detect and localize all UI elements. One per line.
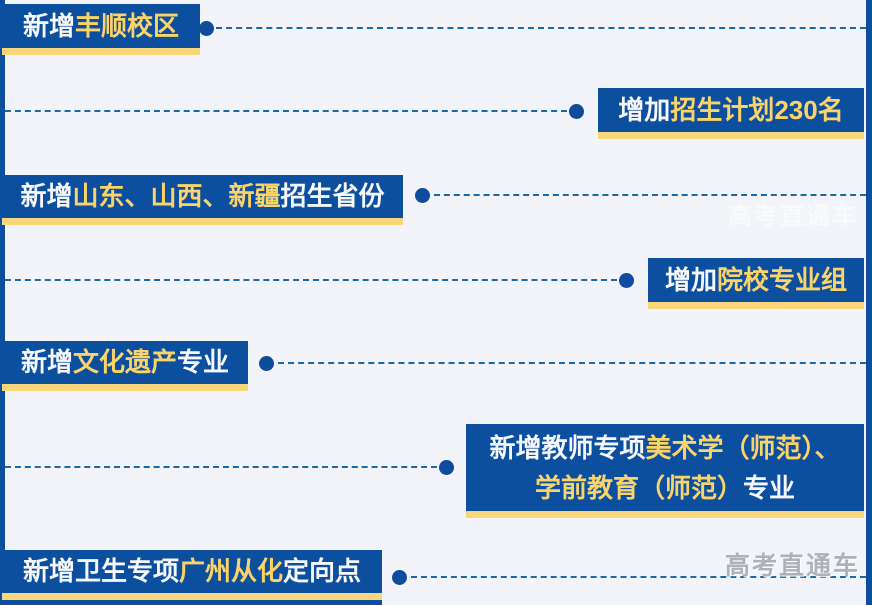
box-underline [2,384,248,391]
box-underline [466,511,864,518]
label-box-major-groups: 增加院校专业组 [648,258,864,309]
box-underline [2,218,403,225]
connector-line-3 [434,194,866,196]
left-rail-line [0,0,5,605]
connector-line-1 [216,27,866,29]
watermark-faint: 高考直通车 [728,203,858,230]
connector-line-4 [5,279,617,281]
connector-line-5 [278,362,866,364]
connector-line-2 [5,110,567,112]
label-box-health-program: 新增卫生专项广州从化定向点 [2,550,382,605]
label-box-enrollment-plan: 增加招生计划230名 [598,88,864,139]
box-underline [2,48,200,55]
connector-dot-7 [392,570,407,585]
label-highlight: 广州从化 [178,556,283,586]
label-box-cultural-heritage: 新增文化遗产专业 [2,341,248,391]
label-box-fengshun-campus: 新增丰顺校区 [2,4,200,55]
connector-dot-3 [415,188,430,203]
connector-dot-2 [569,104,584,119]
box-underline [648,302,864,309]
connector-dot-1 [199,21,214,36]
label-line-1: 新增教师专项美术学（师范）、 [466,428,864,468]
connector-dot-4 [619,273,634,288]
label-text: 定向点 [283,556,362,586]
box-underline [598,132,864,139]
label-text: 招生省份 [280,181,385,211]
label-text: 增加 [618,95,671,125]
connector-line-6 [5,466,437,468]
label-highlight: 院校专业组 [717,265,848,295]
label-highlight: 学前教育（师范） [534,472,743,503]
box-underline [2,593,382,600]
box-bottom-fill [2,600,382,605]
right-rail-line [866,0,872,605]
label-text: 专业 [177,347,230,377]
label-highlight: 山东、山西、新疆 [72,181,281,211]
label-text: 增加 [664,265,717,295]
label-line-2: 学前教育（师范）专业 [466,468,864,508]
label-box-teacher-program: 新增教师专项美术学（师范）、 学前教育（师范）专业 [466,424,864,518]
label-highlight: 丰顺校区 [75,11,180,41]
label-text: 新增教师专项 [489,432,646,463]
connector-dot-6 [439,460,454,475]
label-box-new-provinces: 新增山东、山西、新疆招生省份 [2,175,403,225]
label-highlight: 美术学（师范）、 [645,432,841,463]
label-text: 新增 [20,181,73,211]
label-highlight: 文化遗产 [72,347,177,377]
connector-dot-5 [259,356,274,371]
label-text: 新增 [20,347,73,377]
label-text: 新增卫生专项 [22,556,179,586]
connector-line-7 [411,576,866,578]
label-text: 新增 [22,11,75,41]
label-highlight: 招生计划230名 [670,95,844,125]
watermark: 高考直通车 [724,552,860,580]
label-text: 专业 [743,472,796,503]
